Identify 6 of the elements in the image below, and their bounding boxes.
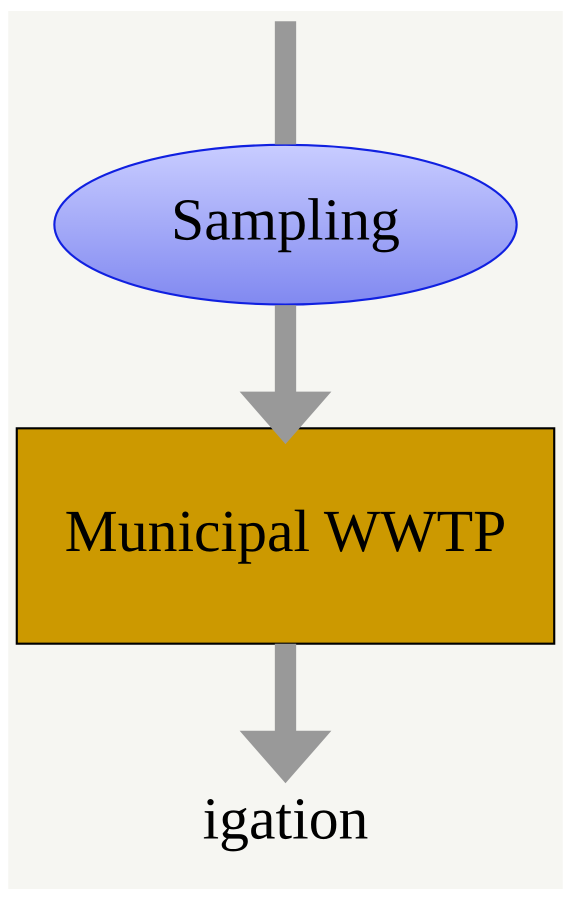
arrow xyxy=(240,305,332,444)
connector xyxy=(274,21,296,144)
arrow xyxy=(240,644,332,784)
node-ellipse: Sampling xyxy=(53,144,518,306)
node-box: Municipal WWTP xyxy=(16,427,556,645)
node-text: igation xyxy=(202,786,368,852)
